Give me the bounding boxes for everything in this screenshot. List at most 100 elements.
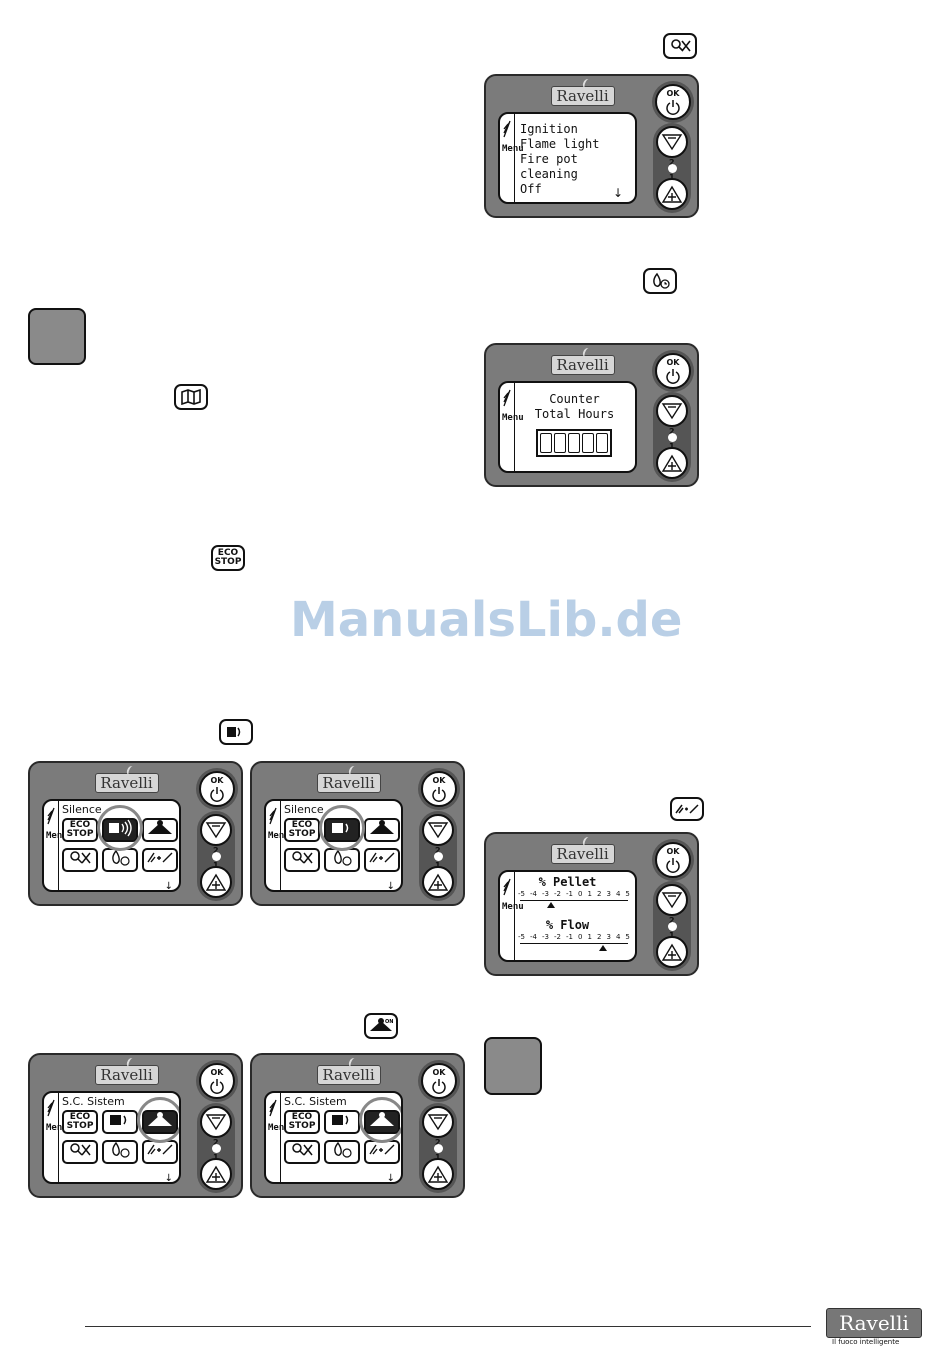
state-list-item[interactable]: Fire pot cleaning — [520, 152, 578, 181]
ravelli-logo: Ravelli — [94, 773, 159, 793]
pellet-marker[interactable] — [547, 902, 556, 908]
sc-system-cell[interactable] — [142, 818, 178, 842]
scroll-down-arrow-icon[interactable]: ↓ — [386, 881, 395, 892]
minus-button[interactable] — [422, 814, 454, 846]
plus-number: 1 — [669, 173, 675, 182]
ok-power-button[interactable]: OK — [199, 1063, 235, 1099]
indicator-led — [668, 433, 677, 442]
silence-cell[interactable] — [324, 1110, 360, 1134]
flame-clock-cell[interactable] — [324, 848, 360, 872]
plus-triangle-icon — [661, 454, 683, 472]
plus-button[interactable] — [200, 1158, 232, 1190]
scale-tick-label: 4 — [615, 933, 621, 941]
calibration-cell[interactable] — [364, 848, 400, 872]
minus-button[interactable] — [200, 814, 232, 846]
ok-power-button[interactable]: OK — [655, 353, 691, 389]
minus-button[interactable] — [200, 1106, 232, 1138]
counter-digit — [596, 433, 608, 453]
flame-clock-cell[interactable] — [102, 848, 138, 872]
flow-marker[interactable] — [599, 945, 608, 951]
tools-cell[interactable] — [62, 1140, 98, 1164]
tools-cell[interactable] — [284, 1140, 320, 1164]
map-icon — [174, 384, 208, 410]
flame-clock-cell[interactable] — [324, 1140, 360, 1164]
plus-button[interactable] — [200, 866, 232, 898]
state-list-item[interactable]: Flame light — [520, 137, 600, 151]
scroll-down-arrow-icon[interactable]: ↓ — [164, 881, 173, 892]
section-marker-square — [28, 308, 86, 365]
flame-clock-icon — [643, 268, 677, 294]
screen-title: Silence — [284, 803, 324, 816]
silence-cell[interactable] — [102, 1110, 138, 1134]
plus-button[interactable] — [422, 1158, 454, 1190]
power-icon — [666, 369, 680, 384]
scroll-down-arrow-icon[interactable]: ↓ — [386, 1173, 395, 1184]
minus-number: 2 — [213, 1138, 219, 1147]
indicator-led — [212, 852, 221, 861]
indicator-led — [668, 922, 677, 931]
plus-button[interactable] — [422, 866, 454, 898]
minus-button[interactable] — [422, 1106, 454, 1138]
counter-line2: Total Hours — [534, 407, 615, 421]
plus-button[interactable] — [656, 447, 688, 479]
minus-button[interactable] — [656, 126, 688, 158]
calibration-icon — [145, 1142, 175, 1162]
ravelli-logo: Ravelli — [316, 1065, 381, 1085]
ok-power-button[interactable]: OK — [421, 771, 457, 807]
scale-tick-label: 0 — [578, 890, 583, 898]
ok-power-button[interactable]: OK — [199, 771, 235, 807]
selection-ring — [359, 1097, 401, 1143]
scale-tick-label: -3 — [542, 890, 549, 898]
tools-cell[interactable] — [284, 848, 320, 872]
menu-vertical-label: Menu — [268, 831, 290, 841]
scroll-down-arrow-icon[interactable]: ↓ — [164, 1173, 173, 1184]
ok-power-button[interactable]: OK — [655, 842, 691, 878]
scale-tick-label: 5 — [625, 890, 630, 898]
footer-tagline: Il fuoco intelligente — [832, 1338, 900, 1346]
minus-triangle-icon — [427, 822, 449, 839]
power-icon — [666, 858, 680, 873]
ok-power-button[interactable]: OK — [655, 84, 691, 120]
minus-button[interactable] — [656, 884, 688, 916]
flame-logo-icon — [503, 389, 511, 407]
calibration-cell[interactable] — [364, 1140, 400, 1164]
ok-power-button[interactable]: OK — [421, 1063, 457, 1099]
plus-button[interactable] — [656, 178, 688, 210]
calibration-cell[interactable] — [142, 848, 178, 872]
flame-clock-cell[interactable] — [102, 1140, 138, 1164]
flame-clock-icon — [106, 849, 134, 871]
minus-number: 2 — [213, 846, 219, 855]
menu-strip: Menu — [500, 872, 524, 960]
minus-button[interactable] — [656, 395, 688, 427]
state-list-item[interactable]: Ignition — [520, 122, 578, 136]
footer-rule — [85, 1326, 811, 1327]
scale-tick-label: -2 — [554, 890, 561, 898]
menu-vertical-label: Menu — [46, 831, 68, 841]
flow-scale-line — [520, 943, 628, 944]
tools-icon — [288, 1141, 316, 1163]
speaker-on-icon — [106, 1111, 134, 1133]
ravelli-logo: Ravelli — [550, 844, 615, 864]
tools-cell[interactable] — [62, 848, 98, 872]
plus-button[interactable] — [656, 936, 688, 968]
scroll-down-arrow-icon[interactable]: ↓ — [612, 186, 623, 200]
sc-system-cell[interactable] — [364, 818, 400, 842]
calibration-icon — [145, 850, 175, 870]
power-icon — [210, 787, 224, 802]
plus-number: 1 — [213, 1153, 219, 1162]
calibration-cell[interactable] — [142, 1140, 178, 1164]
state-list-item[interactable]: Off — [520, 182, 542, 196]
selection-ring — [137, 1097, 179, 1143]
scale-tick-label: 3 — [606, 933, 611, 941]
